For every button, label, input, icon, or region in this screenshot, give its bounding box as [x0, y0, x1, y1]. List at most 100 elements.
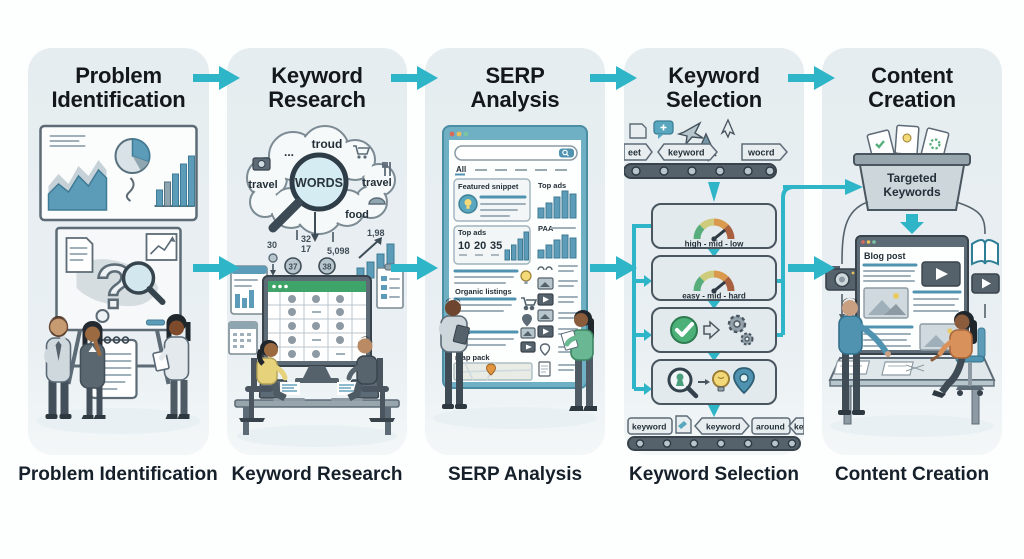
tag-keyw: keyw [794, 422, 804, 432]
blog-post-window: Blog post [855, 235, 969, 355]
magnifier-words-icon: WORDS [268, 152, 349, 233]
person-thinking-man [44, 316, 72, 419]
paper-icon [629, 123, 647, 139]
belt-top-tags: eet keyword wocrd [624, 143, 788, 161]
words-label: WORDS [295, 176, 343, 190]
organic-listings-block: Organic listings [453, 287, 538, 327]
map-pack-label: map pack [455, 353, 490, 362]
metric-32: 32 [301, 234, 311, 244]
bin-label-line2: Keywords [883, 185, 941, 199]
metric-5098: 5,098 [327, 246, 350, 256]
question-dot [95, 309, 110, 323]
marker-tray [146, 319, 165, 326]
person-pondering-woman [79, 321, 106, 419]
pin-icon [522, 314, 532, 327]
panel-problem-identification: Problem Identification [28, 48, 209, 455]
ground-shadow [237, 425, 397, 447]
right-bars-2 [537, 234, 577, 259]
checklist-card [376, 263, 404, 309]
calendar-icon [228, 321, 258, 355]
utensils-icon [382, 162, 391, 176]
panel-content-creation: Content Creation Targeted Keywords [822, 48, 1002, 455]
conveyor-belt-bottom [627, 436, 801, 451]
gauge-volume-label: high - mid - low [685, 240, 744, 249]
pie-chart-icon [114, 138, 151, 174]
mini-trend-chart-icon [145, 233, 178, 261]
down-arrow [900, 214, 924, 234]
content-connectors [841, 201, 986, 318]
magnifier-icon [121, 261, 166, 305]
bar-chart-icon [154, 155, 195, 207]
tag-keyword-2: keyword [706, 422, 741, 432]
problem-identification-illustration: ? [36, 124, 201, 434]
caption-problem-identification: Problem Identification [18, 464, 218, 485]
video-row-icon-2 [537, 325, 578, 338]
featured-snippet-label: Featured snippet [458, 182, 519, 191]
person-analyst-left [438, 297, 470, 409]
gauge-volume-box: high - mid - low [651, 203, 777, 249]
gears-icon [727, 314, 754, 346]
process-arrow-icon [703, 320, 721, 340]
cloud-word-troud: troud [312, 137, 343, 151]
person-researcher-right [346, 336, 395, 422]
flipchart-question-board: ? [55, 226, 182, 385]
ads-number-35: 35 [490, 240, 502, 252]
person-writer-sitting [930, 311, 986, 398]
location-pin-icon [733, 367, 755, 395]
keyword-selection-illustration: eet keyword wocrd [624, 118, 804, 451]
metric-38: 38 [323, 263, 332, 272]
selection-to-bin-connector [783, 179, 863, 195]
caption-serp-analysis: SERP Analysis [447, 464, 583, 485]
caption-content-creation: Content Creation [834, 464, 990, 485]
selection-flow-arrowheads [644, 182, 720, 417]
panel-title: Keyword Research [268, 63, 366, 113]
validation-box [651, 307, 777, 353]
flow-arrow-top-2 [391, 66, 438, 90]
image-thumb-icon [520, 327, 536, 339]
flow-arrow-top-1 [193, 66, 240, 90]
line-chart-icon [47, 160, 108, 211]
search-bar [454, 145, 578, 161]
map-pin-orange-icon [485, 363, 497, 376]
person-researcher-left [239, 340, 288, 422]
blog-post-label: Blog post [864, 251, 906, 261]
paa-right-label: PAA [538, 224, 554, 233]
person-analyst-right [560, 310, 597, 411]
content-creation-illustration: Targeted Keywords [825, 124, 1000, 437]
cart-icon [353, 145, 371, 159]
metric-17: 17 [301, 244, 311, 254]
tag-keyword-1: keyword [632, 422, 667, 432]
ground-shadow [433, 407, 597, 429]
ads-bars-icon [504, 231, 529, 261]
image-row-icon-2 [537, 309, 578, 322]
gauge-difficulty-box: easy - mid - hard [651, 255, 777, 301]
insight-box [651, 359, 777, 405]
panel-keyword-selection: Keyword Selection eet [624, 48, 804, 455]
snippet-lines-bulb [453, 269, 532, 284]
serp-right-column: Top ads PAA [537, 181, 578, 377]
panel-title: Content Creation [868, 63, 956, 113]
search-button [559, 148, 574, 158]
cloud-word-food: food [345, 209, 369, 221]
tag-around: around [756, 422, 785, 432]
flow-arrow-mid-2 [391, 256, 438, 280]
serp-browser-window: All Featured snippet Top ads [442, 125, 588, 389]
top-ads-label: Top ads [458, 228, 486, 237]
result-tabs: All [455, 165, 567, 176]
bin-label-line1: Targeted [887, 171, 937, 185]
cloud-word-travel-right: travel [362, 177, 391, 189]
ground-shadow [830, 415, 994, 437]
metric-198: 1,98 [367, 228, 385, 238]
lightbulb-icon [520, 270, 532, 282]
thumbs-check-icon [875, 140, 885, 149]
panel-title: SERP Analysis [470, 63, 560, 113]
cloud-word-travel-left: travel [248, 179, 277, 191]
keyword-metrics: 30 32 17 5,098 37 38 1,98 [267, 212, 395, 279]
video-player-icon [971, 273, 1000, 294]
panel-title: Problem Identification [51, 63, 186, 113]
conveyor-belt-top [624, 163, 777, 179]
idea-bulb-icon [712, 370, 730, 392]
caption-keyword-selection: Keyword Selection [629, 464, 799, 485]
person-presenter-woman [152, 314, 191, 419]
